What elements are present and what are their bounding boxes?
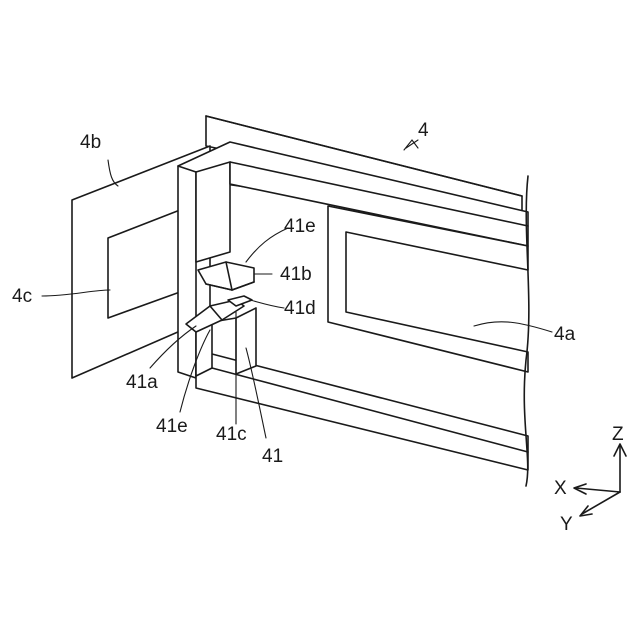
label-4b: 4b [80,132,101,153]
label-41: 41 [262,446,283,467]
label-41e-top: 41e [284,216,316,237]
label-4: 4 [418,120,429,141]
label-41a: 41a [126,372,158,393]
axis-label-x: X [554,478,567,499]
label-41c: 41c [216,424,247,445]
label-41d: 41d [284,298,316,319]
label-41b: 41b [280,264,312,285]
label-4c: 4c [12,286,32,307]
label-4a: 4a [554,324,576,345]
axis-label-y: Y [560,514,573,535]
axis-triad: Z X Y [554,424,626,535]
axis-label-z: Z [612,424,624,445]
label-41e-bottom: 41e [156,416,188,437]
